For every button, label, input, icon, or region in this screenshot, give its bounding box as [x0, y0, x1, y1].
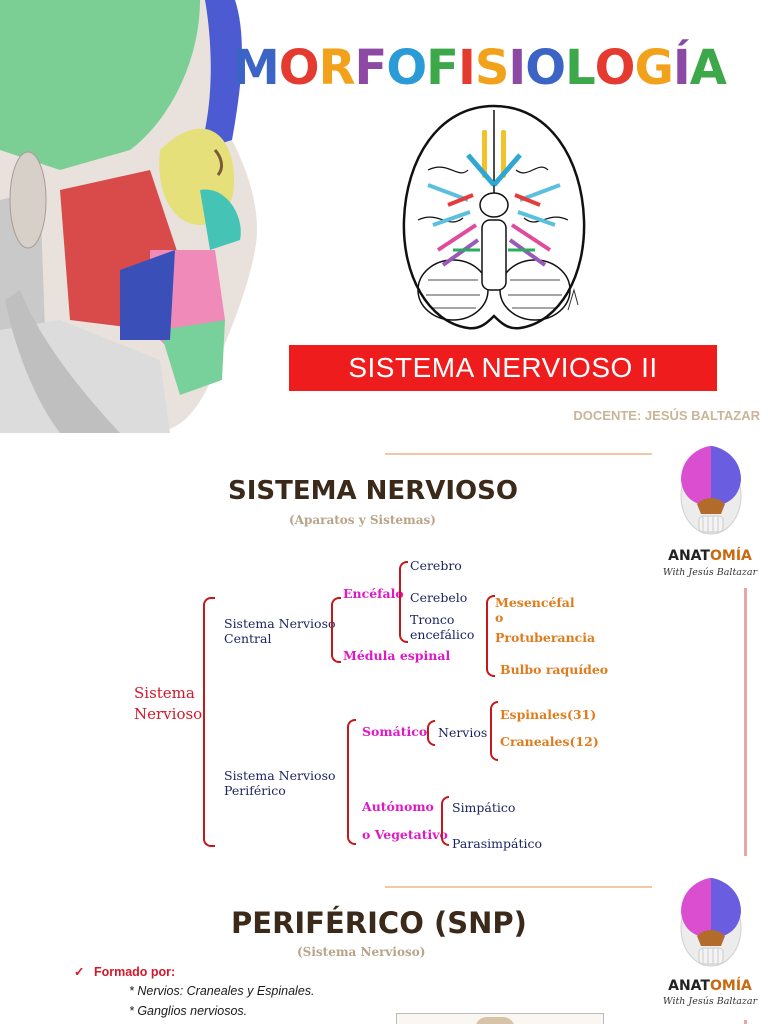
title-letter: F	[354, 40, 388, 96]
title-letter: O	[278, 40, 320, 96]
logo-word-part1: ANAT	[668, 978, 710, 994]
logo-subtitle: With Jesús Baltazar	[662, 567, 758, 578]
craneales-node: Craneales(12)	[500, 734, 599, 749]
mesencefalo-node: Mesencéfal o	[495, 595, 575, 625]
parasimpatico-node: Parasimpático	[452, 836, 542, 851]
slide-title: SISTEMA NERVIOSO	[228, 476, 518, 506]
skull-brain-icon	[680, 446, 742, 535]
course-title: MORFOFISIOLOGÍA	[232, 40, 727, 96]
brace	[441, 796, 449, 846]
tronco-node: Tronco encefálico	[410, 612, 475, 642]
cerebro-node: Cerebro	[410, 558, 462, 573]
title-letter: I	[457, 40, 476, 96]
teacher-label: DOCENTE: JESÚS BALTAZAR	[573, 408, 760, 423]
cerebelo-node: Cerebelo	[410, 590, 468, 605]
title-letter: M	[232, 40, 280, 96]
anatomia-logo: ANATOMÍA With Jesús Baltazar	[657, 440, 763, 580]
logo-wordmark: ANATOMÍA	[657, 978, 763, 994]
title-letter: F	[426, 40, 459, 96]
medula-node: Médula espinal	[343, 648, 451, 663]
logo-wordmark: ANATOMÍA	[657, 548, 763, 564]
slide-subtitle: (Sistema Nervioso)	[297, 945, 426, 959]
protuberancia-node: Protuberancia	[495, 630, 596, 645]
brace	[427, 720, 435, 746]
bulbo-node: Bulbo raquídeo	[500, 662, 609, 677]
logo-subtitle: With Jesús Baltazar	[662, 996, 758, 1007]
title-letter: Í	[672, 40, 691, 96]
image-preview	[475, 1017, 515, 1024]
simpatico-node: Simpático	[452, 800, 516, 815]
divider-line	[744, 588, 747, 856]
divider-line	[385, 886, 652, 888]
slide-title: PERIFÉRICO (SNP)	[231, 906, 527, 940]
check-icon: ✓	[74, 965, 85, 979]
skull-brain-icon	[680, 878, 742, 967]
espinales-node: Espinales(31)	[500, 707, 597, 722]
autonomo-node: Autónomo o Vegetativo	[362, 799, 448, 842]
title-letter: O	[525, 40, 566, 96]
anatomia-logo: ANATOMÍA With Jesús Baltazar	[657, 876, 763, 1012]
brace	[490, 701, 498, 761]
title-letter: A	[689, 40, 727, 96]
snc-node: Sistema Nervioso Central	[224, 616, 336, 646]
logo-word-part2: OMÍA	[709, 548, 752, 564]
image-frame	[396, 1013, 604, 1024]
divider-line	[744, 1020, 747, 1024]
nervios-node: Nervios	[438, 725, 488, 740]
logo-word-part1: ANAT	[668, 548, 710, 564]
somatico-node: Somático	[362, 724, 428, 739]
title-letter: O	[594, 40, 636, 96]
title-letter: G	[634, 40, 673, 96]
bullet-label: Formado por:	[93, 965, 176, 979]
slide-subtitle: (Aparatos y Sistemas)	[289, 513, 436, 527]
encefalo-node: Encéfalo	[343, 586, 404, 601]
divider-line	[385, 453, 652, 455]
peripheral-slide: PERIFÉRICO (SNP) (Sistema Nervioso) ANAT…	[0, 876, 768, 1024]
brace	[486, 595, 495, 677]
nervous-system-slide: SISTEMA NERVIOSO (Aparatos y Sistemas) A…	[0, 440, 768, 868]
brace	[347, 719, 356, 845]
title-letter: L	[565, 40, 596, 96]
title-letter: R	[318, 40, 356, 96]
bullet-row: ✓ Formado por:	[74, 964, 175, 979]
brace	[399, 561, 408, 643]
list-item: * Ganglios nerviosos.	[129, 1004, 248, 1018]
root-node: Sistema Nervioso	[134, 684, 203, 723]
head-muscles-illustration	[0, 0, 258, 433]
brain-base-illustration	[402, 104, 586, 330]
snp-node: Sistema Nervioso Periférico	[224, 768, 336, 798]
title-letter: S	[474, 40, 510, 96]
brace	[331, 597, 341, 663]
list-item: * Nervios: Craneales y Espinales.	[129, 984, 315, 998]
topic-banner: SISTEMA NERVIOSO II	[289, 345, 717, 391]
title-slide: MORFOFISIOLOGÍA SISTEMA NERVIOSO II DOCE…	[0, 0, 768, 433]
logo-word-part2: OMÍA	[709, 978, 752, 994]
title-letter: O	[386, 40, 427, 96]
brace	[203, 597, 215, 847]
title-letter: I	[508, 40, 526, 96]
